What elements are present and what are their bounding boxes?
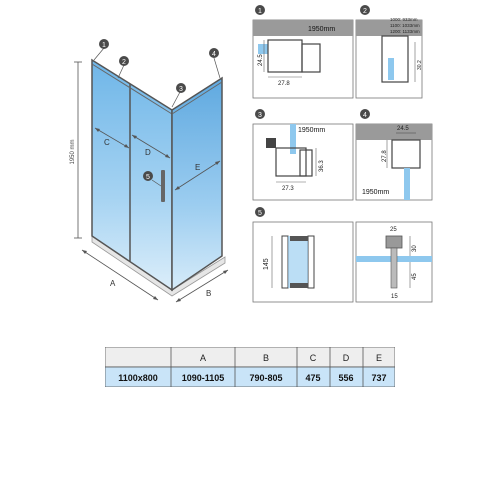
- svg-text:1000: 933mm: 1000: 933mm: [390, 17, 418, 22]
- marker-3: 3: [176, 83, 186, 93]
- side-panel: [171, 76, 223, 292]
- spec-table: A B C D E 1100x800 1090-1105 790-805 475…: [105, 347, 395, 387]
- svg-text:45: 45: [412, 273, 418, 280]
- header-c: C: [310, 353, 317, 363]
- dim-c-arrow: [94, 127, 130, 149]
- dim-label-e: E: [195, 163, 200, 172]
- svg-text:5: 5: [258, 210, 262, 217]
- dim-label-b: B: [206, 289, 211, 298]
- svg-text:1: 1: [258, 8, 262, 15]
- detail-2: 2 1000: 933mm 1100: 1033mm 1200: 1133mm …: [355, 5, 423, 99]
- door-handle: [161, 170, 165, 202]
- profile-details: 1 1950mm 24.5 27.8 2 1000: 933mm 1100: 1…: [252, 5, 433, 303]
- dim-b-arrow: [175, 269, 229, 303]
- detail-5: 5 145 25 30 45 15: [252, 207, 433, 303]
- header-b: B: [263, 353, 269, 363]
- svg-text:1950mm: 1950mm: [308, 26, 335, 33]
- dim-label-a: A: [110, 279, 116, 288]
- header-d: D: [343, 353, 350, 363]
- cell-d: 556: [338, 373, 353, 383]
- cell-a: 1090-1105: [182, 373, 225, 383]
- svg-text:3: 3: [258, 112, 262, 119]
- svg-text:15: 15: [391, 294, 398, 300]
- marker-4: 4: [209, 48, 219, 58]
- cell-size: 1100x800: [118, 373, 158, 383]
- svg-text:1200: 1133mm: 1200: 1133mm: [390, 29, 420, 34]
- svg-text:1100: 1033mm: 1100: 1033mm: [390, 23, 420, 28]
- dim-label-c: C: [104, 138, 110, 147]
- svg-text:4: 4: [363, 112, 367, 119]
- detail-1: 1 1950mm 24.5 27.8: [252, 5, 354, 99]
- svg-text:27.3: 27.3: [282, 186, 294, 192]
- shower-enclosure-diagram: 1950 mm C D E A B 1 2: [70, 39, 229, 303]
- cell-e: 737: [371, 373, 386, 383]
- cell-b: 790-805: [249, 373, 282, 383]
- table-header-row: A B C D E: [200, 353, 382, 363]
- svg-text:27.8: 27.8: [382, 150, 388, 162]
- marker-1: 1: [99, 39, 109, 49]
- svg-text:2: 2: [363, 8, 367, 15]
- svg-text:2: 2: [122, 59, 126, 66]
- detail-3: 3 1950mm 36.3 27.3: [252, 109, 354, 201]
- svg-text:4: 4: [212, 51, 216, 58]
- dim-e-arrow: [174, 160, 221, 191]
- dim-a-arrow: [81, 249, 159, 301]
- marker-5: 5: [143, 171, 153, 181]
- header-a: A: [200, 353, 206, 363]
- marker-2: 2: [119, 56, 129, 66]
- svg-text:1950mm: 1950mm: [362, 189, 389, 196]
- svg-text:30: 30: [412, 245, 418, 252]
- svg-text:3: 3: [179, 86, 183, 93]
- svg-text:24.5: 24.5: [397, 126, 409, 132]
- table-row: 1100x800 1090-1105 790-805 475 556 737: [118, 373, 386, 383]
- svg-text:27.8: 27.8: [278, 81, 290, 87]
- dim-label-d: D: [145, 148, 151, 157]
- cell-c: 475: [305, 373, 320, 383]
- svg-text:5: 5: [146, 174, 150, 181]
- height-label: 1950 mm: [70, 139, 76, 164]
- dim-d-arrow: [131, 134, 171, 159]
- header-e: E: [376, 353, 382, 363]
- svg-text:25: 25: [390, 227, 397, 233]
- front-panel: [91, 58, 173, 292]
- leader-lines: [93, 47, 221, 187]
- height-dimension: 1950 mm: [70, 61, 82, 239]
- svg-text:145: 145: [263, 258, 270, 270]
- svg-text:30.2: 30.2: [417, 60, 423, 70]
- svg-text:1: 1: [102, 42, 106, 49]
- svg-text:36.3: 36.3: [319, 160, 325, 172]
- svg-text:1950mm: 1950mm: [298, 127, 325, 134]
- svg-text:24.5: 24.5: [258, 54, 264, 66]
- detail-4: 4 24.5 27.8 1950mm: [355, 109, 433, 201]
